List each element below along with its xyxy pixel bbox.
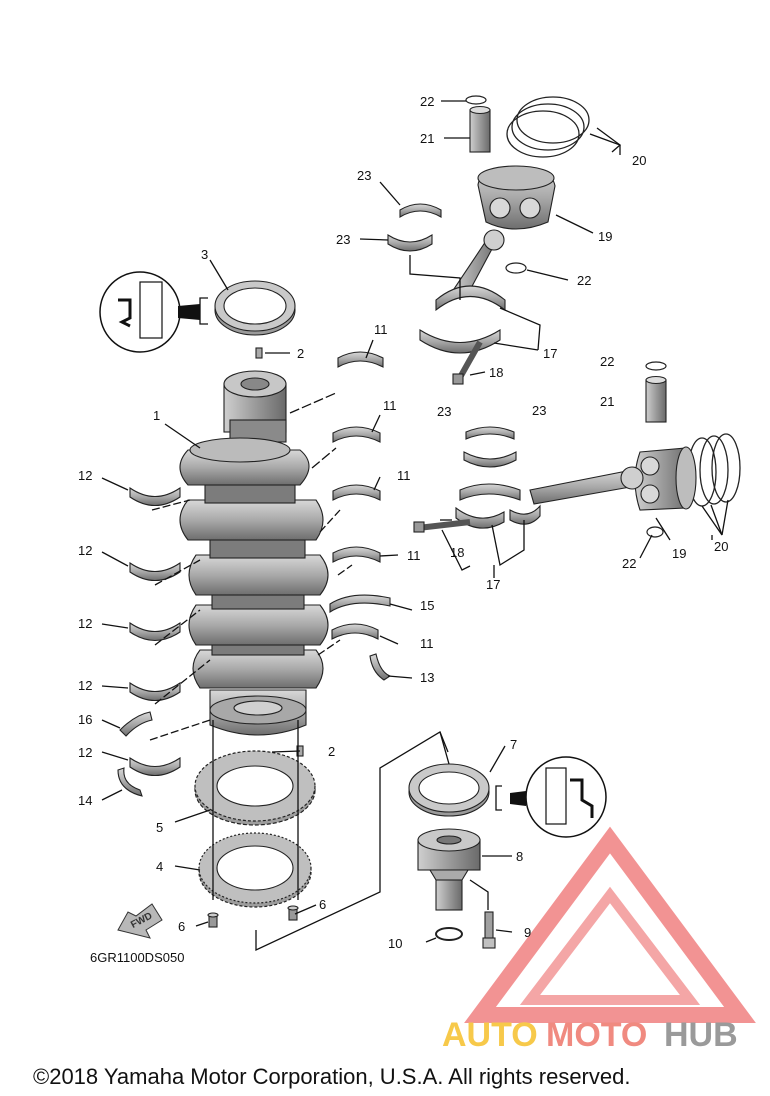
callout-3: 3: [201, 247, 208, 262]
callout-4: 4: [156, 859, 163, 874]
circlip-22-upper-lower: [505, 262, 527, 274]
callout-22: 22: [420, 94, 434, 109]
lower-piston-assembly: [413, 361, 741, 538]
watermark-text-moto: MOTO: [546, 1016, 647, 1054]
o-ring-10: [435, 927, 463, 941]
thrust-washer-14: [117, 767, 143, 797]
callout-20: 20: [714, 539, 728, 554]
callout-16: 16: [78, 712, 92, 727]
callout-17: 17: [543, 346, 557, 361]
callout-2: 2: [297, 346, 304, 361]
callout-11: 11: [397, 468, 411, 483]
callout-7: 7: [510, 737, 517, 752]
callout-17: 17: [486, 577, 500, 592]
callout-22: 22: [577, 273, 591, 288]
callout-11: 11: [407, 548, 421, 563]
watermark-triangle-icon: [464, 826, 756, 1023]
piston-19-lower: [634, 446, 697, 511]
callout-21: 21: [600, 394, 614, 409]
bolt-6-left: [207, 912, 219, 928]
callout-1: 1: [153, 408, 160, 423]
callout-19: 19: [672, 546, 686, 561]
watermark-text-auto: AUTO: [442, 1016, 538, 1054]
bolt-6-right: [287, 905, 299, 921]
callout-18: 18: [489, 365, 503, 380]
thrust-washer-16: [119, 711, 153, 737]
callout-15: 15: [420, 598, 434, 613]
callout-6: 6: [319, 897, 326, 912]
callout-11: 11: [383, 398, 397, 413]
callout-12: 12: [78, 468, 92, 483]
conrod-bolt-18-lower: [413, 519, 471, 533]
bearing-23-upper-a: [399, 203, 442, 218]
callout-12: 12: [78, 745, 92, 760]
callout-14: 14: [78, 793, 92, 808]
piston-pin-21-lower: [645, 375, 667, 423]
callout-11: 11: [420, 636, 434, 651]
callout-18: 18: [450, 545, 464, 560]
watermark-logo: AUTO MOTO HUB: [442, 826, 756, 1054]
callout-5: 5: [156, 820, 163, 835]
callout-9: 9: [524, 925, 531, 940]
seal-ring-3: [214, 280, 296, 336]
bearing-23-lower-a: [465, 426, 515, 440]
bolt-9: [482, 911, 496, 949]
callout-12: 12: [78, 616, 92, 631]
thrust-washer-15: [329, 594, 391, 614]
callout-12: 12: [78, 543, 92, 558]
circlip-22-lower-b: [646, 526, 664, 538]
diagram-code: 6GR1100DS050: [90, 950, 184, 965]
callout-10: 10: [388, 936, 402, 951]
leader-lines: [101, 100, 729, 952]
callout-23: 23: [532, 403, 546, 418]
ring-gear-4: [198, 832, 312, 908]
callout-labels: 22 21 20 23 23 19 22 3 2 17 18 11 1 11 2…: [78, 94, 728, 951]
detail-inset-lower: [495, 756, 607, 838]
callout-22: 22: [622, 556, 636, 571]
watermark-inner-triangle-icon: [519, 886, 701, 1005]
callout-20: 20: [632, 153, 646, 168]
piston-rings-20-upper: [506, 96, 590, 158]
watermark-text-hub: HUB: [664, 1016, 738, 1054]
piston-pin-21-upper: [469, 105, 491, 153]
callout-22: 22: [600, 354, 614, 369]
connecting-rod-17-lower: [455, 466, 644, 529]
seal-ring-7: [408, 763, 490, 817]
callout-23: 23: [437, 404, 451, 419]
callout-11: 11: [374, 322, 388, 337]
upper-piston-assembly: [387, 95, 590, 385]
detail-inset-upper: [99, 271, 208, 353]
main-bearings-12: [129, 486, 181, 777]
coupling-hub-8: [417, 828, 481, 911]
bearing-23-upper-b: [387, 233, 433, 252]
callout-2: 2: [328, 744, 335, 759]
callout-23: 23: [336, 232, 350, 247]
callout-21: 21: [420, 131, 434, 146]
copyright-notice: ©2018 Yamaha Motor Corporation, U.S.A. A…: [33, 1064, 630, 1089]
callout-23: 23: [357, 168, 371, 183]
callout-19: 19: [598, 229, 612, 244]
fwd-arrow-icon: FWD: [117, 903, 163, 939]
main-bearings-11: [331, 351, 384, 640]
callout-13: 13: [420, 670, 434, 685]
thrust-washer-13: [369, 653, 392, 681]
circlip-22-upper: [465, 95, 487, 105]
conrod-bolt-18-upper: [452, 340, 483, 385]
callout-8: 8: [516, 849, 523, 864]
bearing-23-lower-b: [463, 451, 517, 468]
sensor-plate-5: [194, 750, 316, 826]
crankshaft-1: [179, 370, 329, 736]
circlip-22-lower: [645, 361, 667, 371]
connecting-rod-17-upper: [419, 229, 506, 354]
callout-6: 6: [178, 919, 185, 934]
callout-12: 12: [78, 678, 92, 693]
dowel-pin-2-upper: [255, 347, 263, 359]
piston-19-upper: [477, 165, 556, 230]
